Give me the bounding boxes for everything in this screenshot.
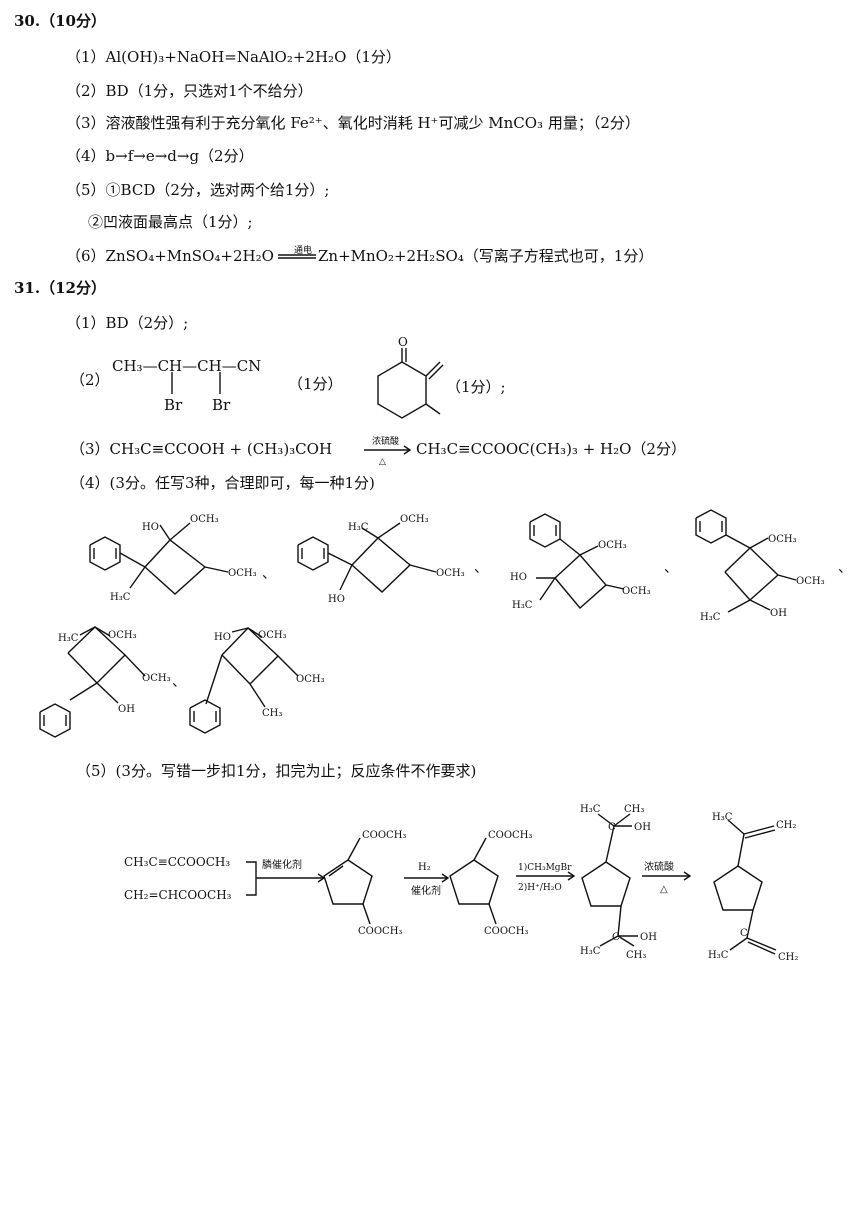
isomer-1-ho: HO bbox=[142, 522, 159, 533]
isomer-3-structure: OCH₃ OCH₃ HO H₃C 、 bbox=[510, 513, 678, 611]
isomer-4-oh: OH bbox=[770, 608, 787, 619]
diene-c-bottom: C bbox=[740, 928, 748, 939]
heat-symbol: △ bbox=[660, 884, 668, 895]
isomer-4-och3-b: OCH₃ bbox=[796, 576, 825, 587]
diene-ch2-bottom: CH₂ bbox=[778, 952, 798, 963]
isomer-6-ho: HO bbox=[214, 632, 231, 643]
q30-answer-2: （2）BD（1分，只选对1个不给分） bbox=[66, 82, 313, 100]
separator: 、 bbox=[664, 560, 678, 576]
reactant-1: CH₃C≡CCOOCH₃ bbox=[124, 855, 230, 869]
reactant-2: CH₂=CHCOOCH₃ bbox=[124, 888, 232, 902]
isomer-2-h3c: H₃C bbox=[348, 522, 369, 533]
catalyst-2: 催化剂 bbox=[411, 884, 441, 897]
hydrogen-reagent: H₂ bbox=[418, 862, 431, 873]
q31-heading: 31.（12分） bbox=[14, 279, 106, 297]
inline-arrows bbox=[171, 254, 412, 455]
q30-answer-5: （5）①BCD（2分，选对两个给1分）; bbox=[66, 181, 330, 199]
separator: 、 bbox=[262, 566, 276, 582]
diol-h3c-top: H₃C bbox=[580, 804, 601, 815]
separator: 、 bbox=[474, 560, 488, 576]
isomer-6-och3-b: OCH₃ bbox=[296, 674, 325, 685]
isomer-2-och3-a: OCH₃ bbox=[400, 514, 429, 525]
ester-group-2b: COOCH₃ bbox=[484, 926, 528, 937]
grignard-step-1: 1)CH₃MgBr bbox=[518, 862, 572, 873]
diol-c-bottom: C bbox=[612, 932, 620, 943]
isomer-5-h3c: H₃C bbox=[58, 633, 79, 644]
ester-group-2a: COOCH₃ bbox=[488, 830, 532, 841]
diol-ch3-bottom: CH₃ bbox=[626, 950, 646, 961]
isomer-3-och3-b: OCH₃ bbox=[622, 586, 651, 597]
isomer-5-structure: H₃C OCH₃ OCH₃ OH 、 bbox=[39, 626, 186, 738]
isomer-1-h3c: H₃C bbox=[110, 592, 131, 603]
isomer-5-och3-b: OCH₃ bbox=[142, 673, 171, 684]
ester-group-1b: COOCH₃ bbox=[358, 926, 402, 937]
ketone-oxygen-label: O bbox=[398, 335, 408, 349]
q31-answer-1: （1）BD（2分）; bbox=[66, 314, 189, 332]
separator: 、 bbox=[172, 674, 186, 690]
isomer-2-structure: H₃C OCH₃ OCH₃ HO 、 bbox=[297, 514, 488, 605]
synthesis-scheme: CH₃C≡CCOOCH₃ CH₂=CHCOOCH₃ 膦催化剂 COOCH₃ CO… bbox=[124, 804, 798, 963]
q31-formula-dibromo: CH₃—CH—CH—CN bbox=[112, 357, 262, 375]
q30-answer-5b: ②凹液面最高点（1分）; bbox=[88, 213, 253, 231]
q31-answer-2-score-2: （1分）; bbox=[446, 378, 506, 396]
methylene-cyclohexanone-structure: O bbox=[377, 335, 444, 419]
acid-reagent: 浓硫酸 bbox=[644, 860, 674, 873]
q31-answer-3-heat: △ bbox=[379, 457, 386, 467]
diol-oh-top: OH bbox=[634, 822, 651, 833]
diol-oh-bottom: OH bbox=[640, 932, 657, 943]
q30-answer-6b: Zn+MnO₂+2H₂SO₄（写离子方程式也可，1分） bbox=[318, 247, 654, 265]
q30-answer-1: （1）Al(OH)₃+NaOH=NaAlO₂+2H₂O（1分） bbox=[66, 48, 401, 66]
isomer-3-h3c: H₃C bbox=[512, 600, 533, 611]
q30-answer-6a: （6）ZnSO₄+MnSO₄+2H₂O bbox=[66, 247, 274, 265]
isomer-6-och3-a: OCH₃ bbox=[258, 630, 287, 641]
isomer-1-och3-a: OCH₃ bbox=[190, 514, 219, 525]
q31-answer-5: （5）(3分。写错一步扣1分，扣完为止；反应条件不作要求) bbox=[76, 762, 477, 780]
q31-formula-br-1: Br bbox=[164, 396, 183, 414]
q31-answer-2-label: （2） bbox=[70, 371, 110, 389]
isomer-4-och3-a: OCH₃ bbox=[768, 534, 797, 545]
isomer-1-structure: HO OCH₃ OCH₃ H₃C 、 bbox=[89, 514, 276, 603]
ester-group-1a: COOCH₃ bbox=[362, 830, 406, 841]
q31-answer-3a: （3）CH₃C≡CCOOH + (CH₃)₃COH bbox=[70, 440, 333, 458]
isomer-5-oh: OH bbox=[118, 704, 135, 715]
q30-answer-3: （3）溶液酸性强有利于充分氧化 Fe²⁺、氧化时消耗 H⁺可减少 MnCO₃ 用… bbox=[66, 114, 640, 132]
grignard-step-2: 2)H⁺/H₂O bbox=[518, 882, 562, 893]
diol-c-top: C bbox=[608, 822, 616, 833]
diol-h3c-bottom: H₃C bbox=[580, 946, 601, 957]
isomer-6-ch3: CH₃ bbox=[262, 708, 282, 719]
q31-answer-3-condition: 浓硫酸 bbox=[372, 437, 400, 447]
isomer-3-ho: HO bbox=[510, 572, 527, 583]
isomer-4-structure: OCH₃ OCH₃ H₃C OH 、 bbox=[695, 509, 852, 623]
diene-h3c-bottom: H₃C bbox=[708, 950, 729, 961]
separator: 、 bbox=[838, 560, 852, 576]
diol-ch3-top: CH₃ bbox=[624, 804, 644, 815]
isomer-2-och3-b: OCH₃ bbox=[436, 568, 465, 579]
diene-ch2-top: CH₂ bbox=[776, 820, 796, 831]
catalyst-1: 膦催化剂 bbox=[262, 858, 302, 871]
isomer-5-och3-a: OCH₃ bbox=[108, 630, 137, 641]
diene-h3c-top: H₃C bbox=[712, 812, 733, 823]
isomer-1-och3-b: OCH₃ bbox=[228, 568, 257, 579]
q31-answer-2-score-1: （1分） bbox=[288, 375, 343, 393]
isomer-2-ho: HO bbox=[328, 594, 345, 605]
q31-answer-4: （4）(3分。任写3种，合理即可，每一种1分) bbox=[70, 474, 375, 492]
isomer-6-structure: HO OCH₃ OCH₃ CH₃ bbox=[189, 627, 325, 734]
q30-heading: 30.（10分） bbox=[14, 12, 106, 30]
q31-answer-3b: CH₃C≡CCOOC(CH₃)₃ + H₂O（2分） bbox=[416, 440, 686, 458]
q30-answer-6-condition: 通电 bbox=[294, 246, 313, 256]
q30-answer-4: （4）b→f→e→d→g（2分） bbox=[66, 147, 254, 165]
isomer-3-och3-a: OCH₃ bbox=[598, 540, 627, 551]
isomer-4-h3c: H₃C bbox=[700, 612, 721, 623]
q31-formula-br-2: Br bbox=[212, 396, 231, 414]
